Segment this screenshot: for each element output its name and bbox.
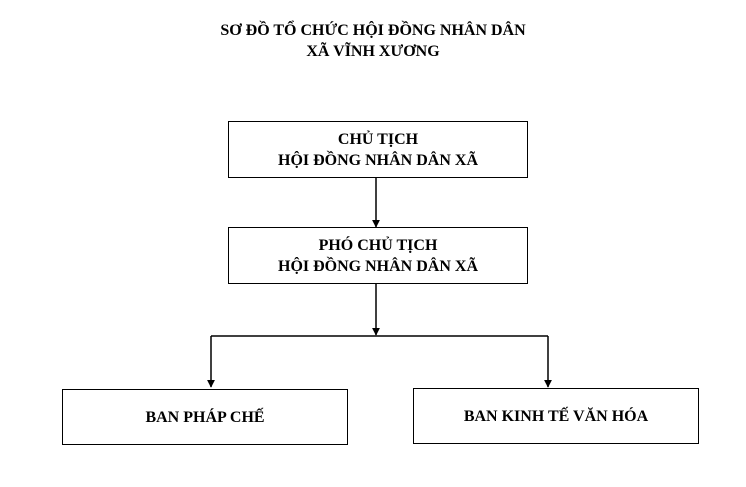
diagram-title-line-2: XÃ VĨNH XƯƠNG xyxy=(306,43,440,60)
node-legal-committee-label: BAN PHÁP CHẾ xyxy=(145,408,265,426)
node-vice-chairman: PHÓ CHỦ TỊCH HỘI ĐỒNG NHÂN DÂN XÃ xyxy=(228,227,528,284)
diagram-title-line-1: SƠ ĐỒ TỔ CHỨC HỘI ĐỒNG NHÂN DÂN xyxy=(220,22,526,39)
diagram-title: SƠ ĐỒ TỔ CHỨC HỘI ĐỒNG NHÂN DÂN XÃ VĨNH … xyxy=(0,20,746,62)
node-legal-committee: BAN PHÁP CHẾ xyxy=(62,389,348,445)
node-vice-chairman-line-1: PHÓ CHỦ TỊCH xyxy=(318,236,438,254)
node-economic-cultural-committee-label: BAN KINH TẾ VĂN HÓA xyxy=(463,407,649,425)
node-vice-chairman-line-2: HỘI ĐỒNG NHÂN DÂN XÃ xyxy=(278,257,478,275)
node-chairman-line-2: HỘI ĐỒNG NHÂN DÂN XÃ xyxy=(278,151,478,169)
node-chairman: CHỦ TỊCH HỘI ĐỒNG NHÂN DÂN XÃ xyxy=(228,121,528,178)
node-economic-cultural-committee: BAN KINH TẾ VĂN HÓA xyxy=(413,388,699,444)
node-chairman-line-1: CHỦ TỊCH xyxy=(337,130,419,148)
